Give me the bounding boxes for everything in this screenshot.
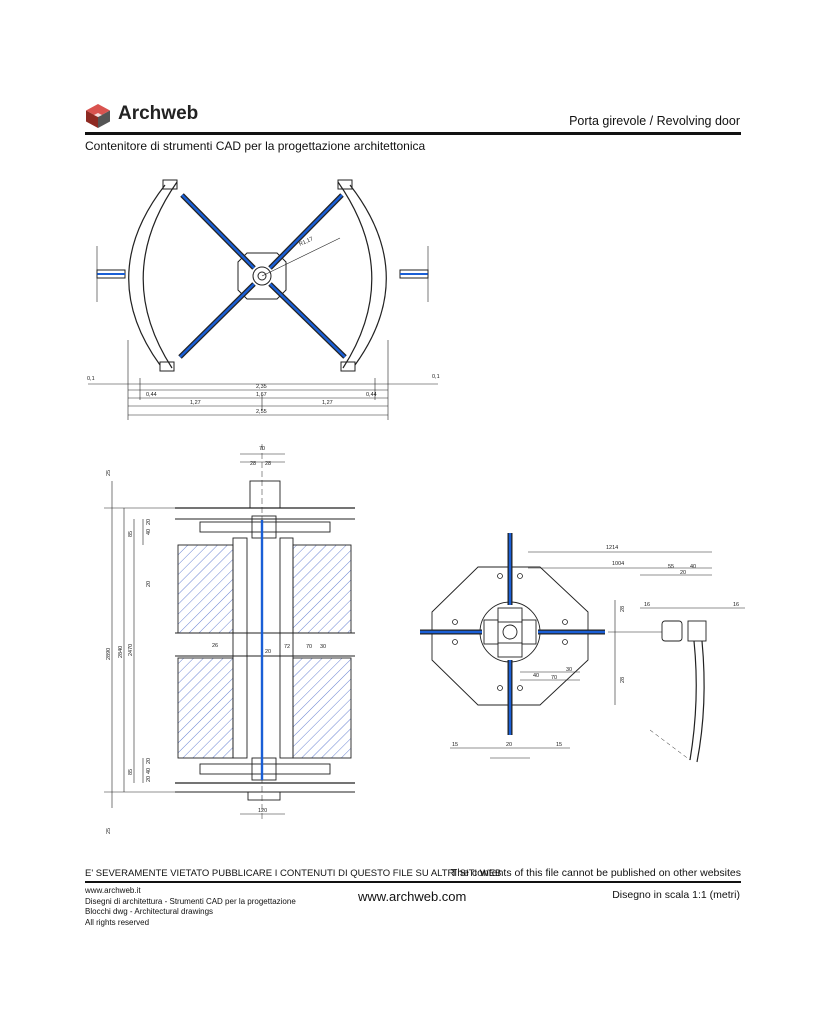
plan-dim-overall-bottom: 2,55	[256, 409, 267, 415]
section-dim-h-inner: 2470	[128, 644, 134, 656]
footer-info-line: Disegni di architettura - Strumenti CAD …	[85, 896, 296, 906]
section-dim-h30: 30	[320, 644, 326, 650]
footer-info: www.archweb.it Disegni di architettura -…	[85, 886, 296, 928]
section-dim-bottom-width: 120	[258, 808, 267, 814]
plan-dim-seg-mid: 1,67	[256, 392, 267, 398]
copyright-warning-english: The contents of this file cannot be publ…	[450, 867, 741, 879]
section-dim-h-mid: 2840	[118, 646, 124, 658]
detail-dim-1004: 1004	[612, 561, 624, 567]
plan-dim-side-left: 0,1	[87, 376, 95, 382]
section-dim-v85-top: 85	[128, 531, 134, 537]
detail-dim-40-b: 40	[533, 673, 539, 679]
section-dim-top-c: 28	[265, 461, 271, 467]
section-dim-h20: 20	[265, 649, 271, 655]
brand-name[interactable]: Archweb	[118, 103, 199, 124]
plan-dim-overall-top: 2,35	[256, 384, 267, 390]
plan-dim-side-right: 0,1	[432, 374, 440, 380]
section-dim-h72: 72	[284, 644, 290, 650]
plan-dim-seg-right: 0,44	[366, 392, 377, 398]
plan-view	[88, 179, 438, 420]
detail-dim-20: 20	[680, 570, 686, 576]
section-dim-v20-d: 20	[146, 776, 152, 782]
detail-view	[420, 533, 745, 763]
section-dim-h70: 70	[306, 644, 312, 650]
detail-dim-30: 30	[566, 667, 572, 673]
detail-dim-70: 70	[551, 675, 557, 681]
section-dim-top-a: 70	[259, 446, 265, 452]
copyright-warning-italian: E' SEVERAMENTE VIETATO PUBBLICARE I CONT…	[85, 868, 502, 879]
plan-dim-half-right: 1,27	[322, 400, 333, 406]
section-dim-top-25: 25	[106, 470, 112, 476]
section-dimensions: 70 28 28 25 2890 2840 2470 85 85 20 40 2…	[106, 446, 326, 834]
drawing-scale: Disegno in scala 1:1 (metri)	[612, 889, 740, 901]
plan-dimensions: R1,17 0,1 0,1 2,35 0,44 1,67 0,44 1,27 1…	[87, 236, 440, 415]
section-view	[104, 444, 355, 822]
footer-info-line: Blocchi dwg - Architectural drawings	[85, 907, 214, 916]
detail-dim-28-top: 28	[620, 606, 626, 612]
section-dim-v40-a: 40	[146, 529, 152, 535]
page-subtitle: Contenitore di strumenti CAD per la prog…	[85, 139, 426, 153]
page-title: Porta girevole / Revolving door	[569, 114, 740, 128]
detail-dim-16-right: 16	[733, 602, 739, 608]
footer-info-line: All rights reserved	[85, 917, 150, 927]
detail-dim-28-bottom: 28	[620, 677, 626, 683]
detail-dim-1214: 1214	[606, 545, 618, 551]
footer-url-link[interactable]: www.archweb.com	[358, 889, 467, 904]
footer-info-line[interactable]: www.archweb.it	[85, 886, 141, 895]
plan-dim-seg-left: 0,44	[146, 392, 157, 398]
section-dim-h26: 26	[212, 643, 218, 649]
section-dim-v20-a: 20	[146, 519, 152, 525]
detail-dim-55: 55	[668, 564, 674, 570]
detail-dim-15-right: 15	[556, 742, 562, 748]
section-dim-v85-bottom: 85	[128, 769, 134, 775]
section-dim-h-total: 2890	[106, 648, 112, 660]
detail-dim-15-left: 15	[452, 742, 458, 748]
plan-radius-label: R1,17	[298, 236, 314, 248]
detail-dim-40: 40	[690, 564, 696, 570]
detail-dim-20-mid: 20	[506, 742, 512, 748]
plan-dim-half-left: 1,27	[190, 400, 201, 406]
section-dim-bottom-25: 25	[106, 828, 112, 834]
section-dim-v40-b: 40	[146, 768, 152, 774]
detail-dimensions: 1214 1004 55 40 20 28 28 40 70 30 15 15 …	[452, 545, 739, 748]
header-divider	[85, 132, 741, 135]
footer-divider	[85, 881, 741, 883]
section-dim-v20-c: 20	[146, 758, 152, 764]
archweb-logo-icon	[86, 104, 110, 128]
section-dim-v20-b: 20	[146, 581, 152, 587]
section-dim-top-b: 28	[250, 461, 256, 467]
detail-dim-16-left: 16	[644, 602, 650, 608]
